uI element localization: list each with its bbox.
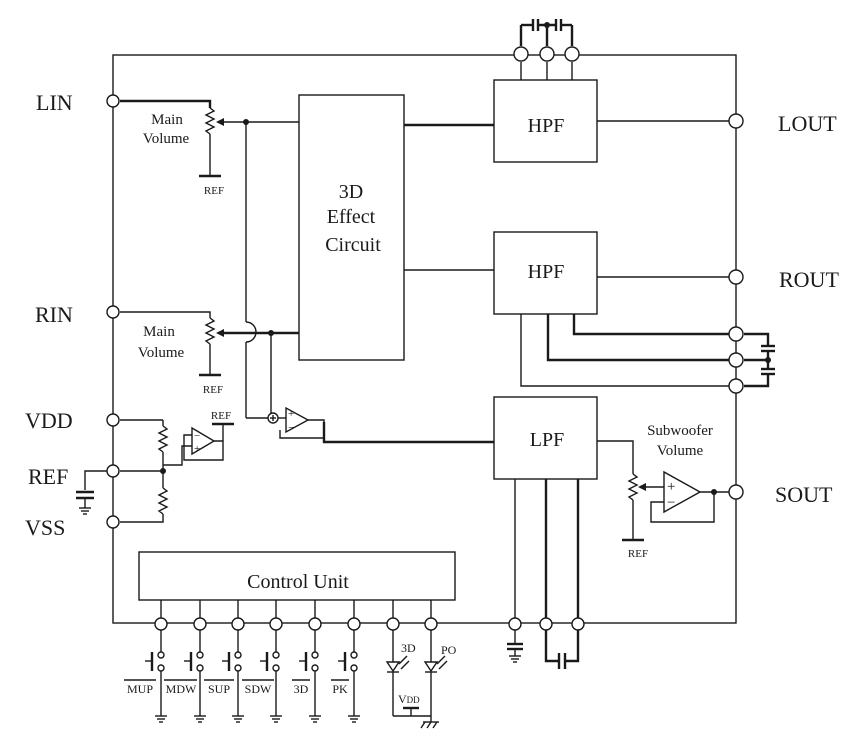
pin-rin [106,305,120,319]
volume-wiper-nets [224,119,299,419]
pin-ref [106,464,120,478]
vdd-supply: VDD [398,692,420,716]
pin-vdd [106,413,120,427]
pin-label-vss: VSS [25,515,65,540]
lin-volume-section: Main Volume REF [120,99,246,197]
mup-label: MUP [127,682,153,696]
effect-label-line1: 3D [339,181,363,203]
vdd-label-main: V [398,692,407,706]
vdd-label-sub: DD [407,695,420,705]
hpf-right-label: HPF [528,261,565,283]
svg-text:+: + [288,408,294,420]
hpf-left-block: HPF [493,79,598,163]
svg-text:+: + [194,443,200,455]
pin-label-ref: REF [28,464,68,489]
pin-label-rout: ROUT [779,267,839,292]
rin-volume-section: Main Volume REF [120,311,224,396]
main-volume-right-line1: Main [143,324,175,340]
pin-label-sout: SOUT [775,482,833,507]
led-po-label: PO [441,643,457,657]
pin-label-vdd: VDD [25,408,73,433]
pin-sout [728,484,744,500]
ref-left-label: REF [204,185,224,197]
pin-lin [106,94,120,108]
sup-button[interactable]: SUP [204,630,244,723]
lpf-label: LPF [530,429,564,451]
pin-lout [728,113,744,129]
pin-vss [106,515,120,529]
subwoofer-volume-line1: Subwoofer [647,423,713,439]
mdw-label: MDW [166,682,197,696]
hpf-right-cap-network [520,314,775,388]
control-unit-label: Control Unit [247,571,349,593]
pin-label-lin: LIN [36,90,73,115]
lpf-bottom-network [507,479,580,669]
ref-sub-label: REF [628,548,648,560]
pk-button[interactable]: PK [331,630,360,723]
ref-buffer: − + REF [163,410,234,466]
ref-right-label: REF [203,384,223,396]
chip-outline [112,54,737,624]
bias-divider [76,419,169,523]
effect-label-line3: Circuit [325,234,381,256]
3d-button[interactable]: 3D [292,630,321,723]
mdw-button[interactable]: MDW [164,630,206,723]
sup-label: SUP [208,682,230,696]
ref-buffer-label: REF [211,410,231,422]
main-volume-left-line1: Main [151,112,183,128]
svg-text:+: + [667,479,675,495]
control-pin-leads [160,600,432,618]
led-po: PO [420,630,457,729]
summing-amp: + − [267,406,494,444]
pin-label-rin: RIN [35,302,73,327]
pk-label: PK [332,682,348,696]
svg-text:−: − [667,495,675,511]
control-unit-block: Control Unit [138,551,456,601]
pin-rout [728,269,744,285]
main-volume-right-line2: Volume [138,345,185,361]
pin-label-lout: LOUT [778,111,837,136]
main-volume-left-line2: Volume [143,131,190,147]
effect-label-line2: Effect [327,206,376,228]
svg-text:−: − [194,430,200,442]
lpf-block: LPF [493,396,598,480]
svg-text:−: − [288,422,294,434]
svg-text:VDD: VDD [398,692,420,706]
hpf-left-label: HPF [528,115,565,137]
pin-circles [106,46,744,631]
3d-button-label: 3D [294,682,309,696]
subwoofer-volume-line2: Volume [657,443,704,459]
led-3d-label: 3D [401,641,416,655]
hpf-left-cap-network [519,19,574,80]
sdw-button[interactable]: SDW [242,630,282,723]
subwoofer-section: + − Subwoofer Volume REF [597,423,729,560]
led-3d: 3D [385,630,431,717]
mup-button[interactable]: MUP [124,630,167,723]
sdw-label: SDW [245,682,272,696]
effect-block: 3D Effect Circuit [298,94,405,361]
hpf-right-block: HPF [493,231,598,315]
